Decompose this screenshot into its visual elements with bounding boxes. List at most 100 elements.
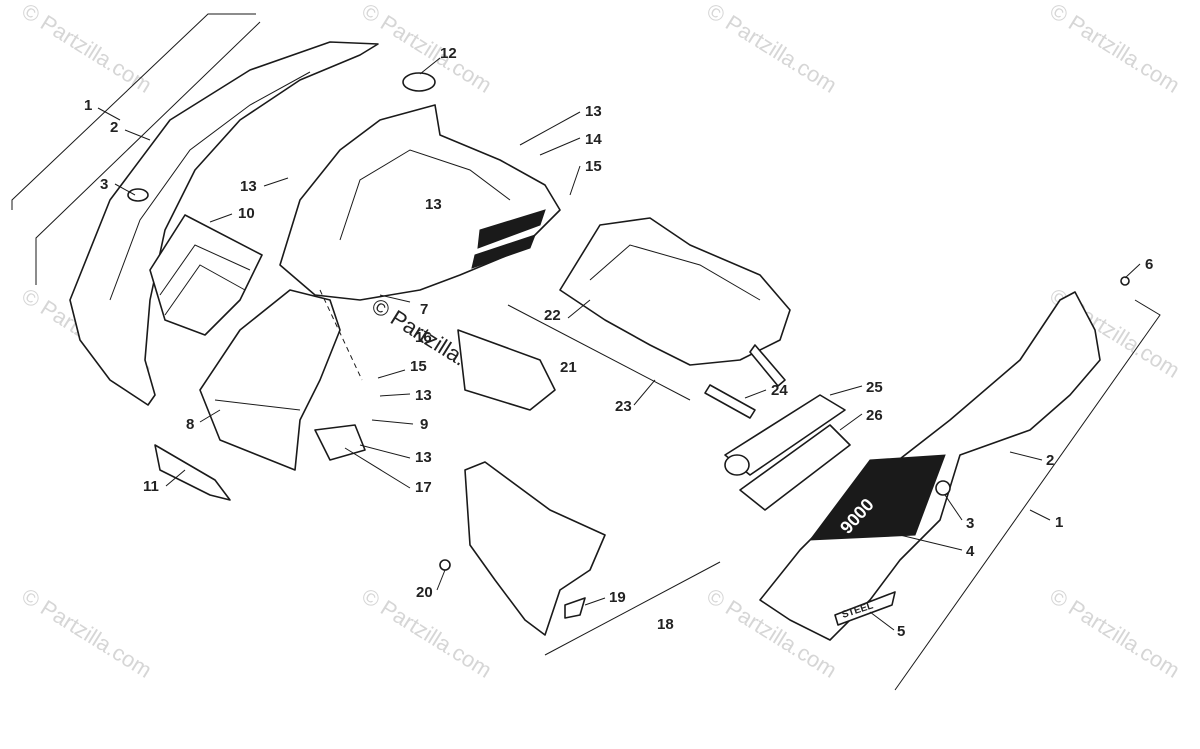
callout-23: 23 — [615, 398, 632, 415]
tool-kit — [724, 394, 851, 511]
leader-8 — [199, 409, 221, 423]
leader-4 — [899, 534, 963, 551]
watermark: © Partzilla.com — [1045, 583, 1184, 683]
right-side-panel: 9000 STEEL — [759, 276, 1161, 691]
callout-12: 12 — [440, 45, 457, 62]
headlight-lens-11 — [154, 444, 231, 501]
hood-upper — [279, 104, 561, 301]
leader-15b — [377, 369, 406, 379]
callout-18: 18 — [657, 616, 674, 633]
watermark: © Partzilla.com — [1045, 0, 1184, 98]
clip-19 — [564, 597, 586, 619]
callout-14: 14 — [585, 131, 602, 148]
decal-9000-bg — [808, 454, 946, 541]
leader-13a — [519, 111, 581, 146]
leader-2r — [1009, 451, 1043, 461]
leader-17 — [344, 447, 411, 489]
screw-6 — [1120, 276, 1130, 286]
callout-25: 25 — [866, 379, 883, 396]
tool-tray-26 — [739, 424, 851, 511]
leader-22 — [567, 299, 591, 319]
callout-8: 8 — [186, 416, 194, 433]
callout-20: 20 — [416, 584, 433, 601]
callout-1: 1 — [84, 97, 92, 114]
grommet-12 — [402, 72, 436, 92]
bracket-1-left — [11, 13, 256, 210]
callout-15: 15 — [585, 158, 602, 175]
vent-slat — [159, 244, 251, 296]
callout-6: 6 — [1145, 256, 1153, 273]
vent-10 — [149, 214, 263, 336]
left-panel-edge — [109, 71, 311, 301]
watermark: © Partzilla.com — [702, 0, 841, 98]
callout-5: 5 — [897, 623, 905, 640]
strap-24b — [749, 344, 786, 387]
leader-14 — [539, 137, 581, 156]
main-hood — [199, 72, 561, 471]
callout-15: 15 — [410, 358, 427, 375]
callout-13: 13 — [585, 103, 602, 120]
leader-19 — [584, 597, 606, 606]
leader-15a — [569, 165, 581, 196]
badge-3 — [935, 480, 951, 496]
watermark: © Partzilla.com — [17, 583, 156, 683]
bracket-1-right — [894, 299, 1161, 691]
bracket-17 — [314, 424, 366, 461]
tray-22 — [559, 217, 791, 366]
left-panel-badge — [127, 188, 149, 202]
callouts: 1 2 3 10 12 13 14 15 13 13 7 16 15 13 9 … — [84, 45, 1153, 640]
leader-3 — [114, 183, 136, 196]
left-side-panel — [11, 13, 379, 406]
hood-lower-8 — [199, 289, 341, 471]
screen-16 — [457, 329, 556, 411]
leader-13b — [263, 177, 289, 187]
bracket-18 — [544, 561, 721, 656]
leader-1r — [1029, 509, 1051, 521]
callout-13: 13 — [415, 387, 432, 404]
leader-5 — [869, 611, 895, 631]
callout-7: 7 — [420, 301, 428, 318]
bracket-2-left — [35, 21, 261, 285]
leader-13c — [379, 393, 411, 397]
nose-shape — [464, 461, 606, 636]
leader-11 — [165, 469, 186, 487]
callout-10: 10 — [238, 205, 255, 222]
callout-1: 1 — [1055, 514, 1063, 531]
leader-9 — [371, 419, 414, 425]
leader-6 — [1124, 263, 1141, 279]
vent-slat — [164, 264, 246, 316]
callout-13: 13 — [415, 449, 432, 466]
callout-11: 11 — [143, 478, 159, 495]
leader-24 — [744, 389, 767, 399]
callout-22: 22 — [544, 307, 561, 324]
callout-21: 21 — [560, 359, 577, 376]
storage-tray — [507, 217, 791, 401]
hood-vent-dark — [471, 234, 536, 269]
leader-23 — [633, 379, 656, 406]
screw-20 — [439, 559, 451, 571]
hood-lower-edge — [214, 399, 301, 411]
leader-3r — [944, 494, 963, 521]
left-side-panel-shape — [69, 41, 379, 406]
hood-contour — [339, 149, 511, 241]
callout-13: 13 — [240, 178, 257, 195]
callout-3: 3 — [100, 176, 108, 193]
leader-25 — [829, 385, 863, 396]
leader-13d — [359, 444, 411, 459]
leader-26 — [839, 413, 863, 431]
hood-vent-dark — [477, 209, 546, 249]
leader-lines — [97, 57, 1141, 631]
leader-1 — [97, 107, 121, 121]
strap-24 — [704, 384, 756, 419]
leader-2 — [124, 129, 151, 141]
bracket-21 — [507, 304, 691, 401]
tool-bag-end — [724, 454, 750, 476]
callout-19: 19 — [609, 589, 626, 606]
callout-3: 3 — [966, 515, 974, 532]
callout-16: 16 — [415, 329, 432, 346]
lower-nose — [439, 461, 721, 656]
leader-10 — [209, 213, 233, 223]
vent-shape — [149, 214, 263, 336]
tray-edge — [589, 244, 761, 301]
